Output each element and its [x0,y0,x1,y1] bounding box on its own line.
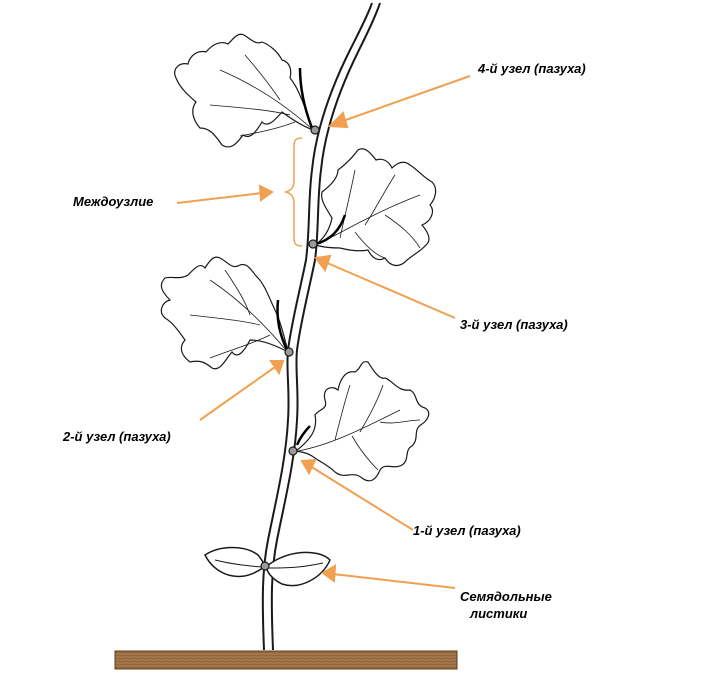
label-cotyledons-line2: листики [470,606,528,621]
node-4 [310,125,320,135]
label-node4: 4-й узел (пазуха) [478,61,586,76]
arrows [176,75,471,589]
label-node2: 2-й узел (пазуха) [63,429,171,444]
leaf-3 [313,148,437,267]
label-cotyledons-line1: Семядольные [460,589,552,604]
tendril-2 [276,299,289,351]
cotyledon-leaves [204,546,331,587]
arrow-internode [176,192,263,204]
stem [261,2,381,651]
leaf-2 [160,256,289,370]
node-cotyledon [260,561,270,571]
node-1 [288,446,298,456]
arrow-node3 [324,261,456,319]
label-node1: 1-й узел (пазуха) [413,523,521,538]
internode-brace [283,137,303,247]
node-2 [284,347,294,357]
tendril-1 [295,425,311,446]
leaf-4 [174,33,315,148]
nodes [260,125,320,571]
tendril-3 [315,214,347,246]
tendril-4 [298,67,314,129]
label-node3: 3-й узел (пазуха) [460,317,568,332]
arrow-node1 [309,465,414,531]
leaf-1 [294,361,430,482]
node-3 [308,239,318,249]
arrow-node2 [199,366,276,421]
label-internode: Междоузлие [73,194,154,209]
arrow-cotyledons [332,573,456,589]
arrow-node4 [339,75,471,123]
soil-strip [114,650,458,670]
